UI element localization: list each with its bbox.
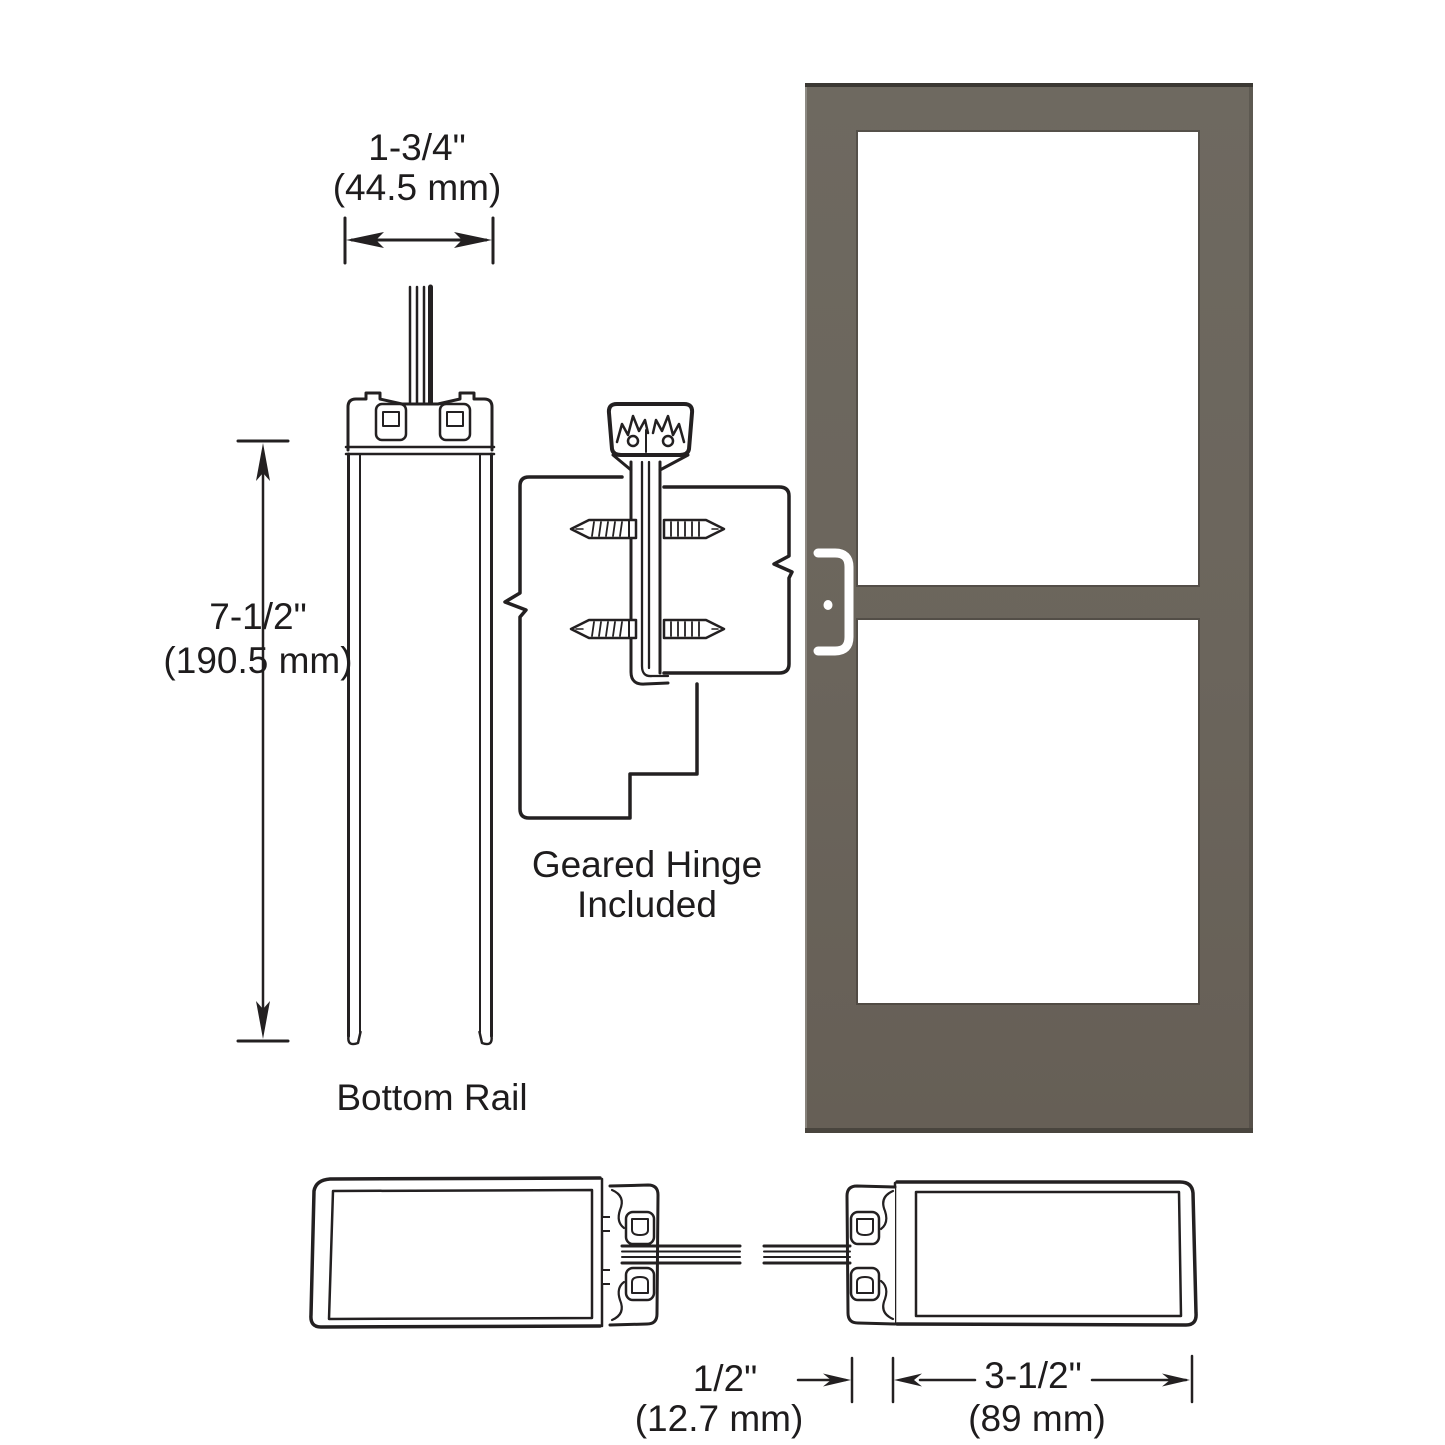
gasket-detail xyxy=(631,1218,649,1236)
gasket-detail xyxy=(446,411,464,427)
rail-width-label-mm: (44.5 mm) xyxy=(332,167,502,208)
screw-thread xyxy=(619,521,623,537)
glazing-channel xyxy=(608,1183,660,1327)
gasket-detail xyxy=(631,1276,649,1294)
vinyl-flap xyxy=(879,1189,895,1231)
arrowhead-up xyxy=(256,443,270,481)
gear-teeth-right xyxy=(651,414,686,444)
profile-outline xyxy=(895,1180,1198,1327)
rail-foot xyxy=(347,1030,362,1046)
bottom-rail-section xyxy=(344,391,496,1046)
cylinder-lock-dot xyxy=(823,600,833,610)
gasket-detail xyxy=(856,1276,874,1294)
screw-thread xyxy=(605,621,609,637)
profile-inner xyxy=(327,1188,594,1321)
glazing-channel xyxy=(845,1184,897,1326)
screw-thread xyxy=(591,521,595,537)
arrowhead-right xyxy=(823,1373,851,1387)
arrowhead-down xyxy=(256,1001,270,1039)
profile-outline xyxy=(309,1176,602,1329)
door-glass-upper xyxy=(858,132,1198,585)
geared-hinge-caption-line1: Geared Hinge xyxy=(531,844,763,885)
screw-thread xyxy=(612,521,616,537)
vinyl-flap xyxy=(610,1188,626,1230)
gear-teeth-left xyxy=(615,414,650,444)
arrowhead-left xyxy=(894,1373,922,1387)
channel-neck xyxy=(658,453,690,472)
glazing-gasket xyxy=(438,402,472,442)
screw-right xyxy=(662,618,726,640)
screw-thread xyxy=(591,621,595,637)
arrowhead-right xyxy=(454,232,492,248)
gasket-detail xyxy=(856,1218,874,1236)
arrowhead-left xyxy=(346,232,384,248)
screw-thread xyxy=(605,521,609,537)
gear-cap xyxy=(606,402,695,457)
door-pull-handle xyxy=(813,548,854,656)
stile-width-label-inches: 3-1/2" xyxy=(984,1355,1082,1396)
glazing-gasket xyxy=(849,1266,881,1302)
pull-handle-shape xyxy=(813,548,854,656)
glazing-gasket xyxy=(849,1210,881,1246)
channel-wall xyxy=(629,460,670,686)
glazing-gasket xyxy=(374,402,408,442)
rail-width-dimension xyxy=(343,216,495,265)
rail-width-label-inches: 1-3/4" xyxy=(368,127,466,168)
gasket-detail xyxy=(382,411,400,427)
screw-right xyxy=(662,518,726,540)
rail-foot xyxy=(478,1030,493,1046)
gear-curl xyxy=(661,434,675,448)
door-glass-lower xyxy=(858,620,1198,1003)
glazing-gasket xyxy=(624,1266,656,1302)
screw-thread xyxy=(612,621,616,637)
hinge-door-leaf xyxy=(662,485,794,675)
rail-height-label-mm: (190.5 mm) xyxy=(163,640,353,681)
stile-width-dimension xyxy=(894,1354,1194,1404)
glass-stop-label-inches: 1/2" xyxy=(692,1358,758,1399)
channel-wall xyxy=(640,460,670,678)
left-stile-section xyxy=(309,1176,742,1329)
screw-thread xyxy=(598,621,602,637)
screw-thread xyxy=(619,621,623,637)
glazing-gasket xyxy=(624,1210,656,1246)
glass-stop-label-mm: (12.7 mm) xyxy=(634,1398,804,1439)
rail-height-label-inches: 7-1/2" xyxy=(209,596,307,637)
door-elevation xyxy=(805,83,1253,1133)
channel-neck xyxy=(611,453,633,472)
vinyl-flap xyxy=(610,1280,626,1322)
vinyl-flap xyxy=(879,1279,895,1321)
screw-thread xyxy=(598,521,602,537)
stile-width-label-mm: (89 mm) xyxy=(968,1398,1106,1439)
bottom-rail-caption: Bottom Rail xyxy=(336,1077,528,1118)
geared-hinge-caption-line2: Included xyxy=(577,884,717,925)
right-stile-section xyxy=(762,1180,1198,1327)
geared-hinge-detail xyxy=(503,402,794,820)
glass-stop-dimension xyxy=(796,1356,895,1404)
geared-hinge-caption: Geared Hinge Included xyxy=(532,845,762,925)
gear-curl xyxy=(626,434,640,448)
rail-height-dimension xyxy=(236,439,290,1043)
arrowhead-right xyxy=(1162,1373,1190,1387)
profile-inner xyxy=(914,1190,1183,1318)
